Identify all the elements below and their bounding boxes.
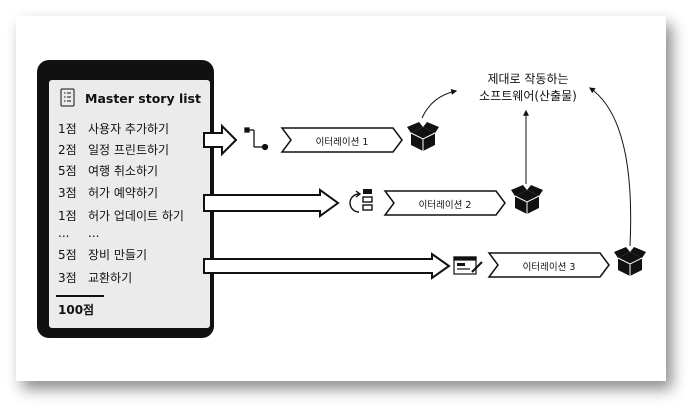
workflow-icon <box>244 127 269 151</box>
form-edit-icon <box>453 256 483 275</box>
story-list-title: Master story list <box>85 91 201 106</box>
box-icon <box>614 247 646 276</box>
result-line-2: 소프트웨어(산출물) <box>479 89 577 103</box>
iteration-3-chevron <box>487 252 610 278</box>
refresh-list-icon <box>349 189 373 213</box>
story-row: 5점 여행 취소하기 <box>58 162 158 179</box>
story-points: 3점 <box>58 186 77 200</box>
story-row: 2점 일정 프린트하기 <box>58 141 169 158</box>
story-list-body <box>49 80 210 328</box>
working-software-label: 제대로 작동하는 소프트웨어(산출물) <box>462 71 594 105</box>
arrow-to-iteration-3 <box>203 252 451 280</box>
story-points: 1점 <box>58 209 77 223</box>
story-points: 3점 <box>58 271 77 285</box>
total-divider <box>56 295 104 297</box>
story-name: 허가 예약하기 <box>88 186 159 200</box>
story-name: 사용자 추가하기 <box>88 122 170 136</box>
story-name: ... <box>88 226 100 240</box>
story-name: 여행 취소하기 <box>88 164 159 178</box>
story-row: 5점 장비 만들기 <box>58 246 147 263</box>
story-points-total: 100점 <box>58 303 95 317</box>
arrow-box3-to-result <box>589 87 632 247</box>
arrow-box1-to-result <box>421 89 458 119</box>
iteration-3-label: 이터레이션 3 <box>522 262 576 273</box>
story-name: 교환하기 <box>88 271 133 285</box>
result-line-1: 제대로 작동하는 <box>487 72 569 86</box>
story-row: ...... <box>58 226 99 240</box>
checklist-icon <box>60 88 75 107</box>
story-row: 3점 교환하기 <box>58 269 132 286</box>
box-icon <box>511 185 543 214</box>
story-name: 일정 프린트하기 <box>88 143 170 157</box>
story-name: 장비 만들기 <box>88 248 148 262</box>
iteration-1-label: 이터레이션 1 <box>315 137 369 148</box>
story-points: 2점 <box>58 143 77 157</box>
box-icon <box>407 122 439 151</box>
iteration-2-chevron <box>383 190 506 216</box>
iteration-2-label: 이터레이션 2 <box>418 200 472 211</box>
story-name: 허가 업데이트 하기 <box>88 209 184 223</box>
story-points: 1점 <box>58 122 77 136</box>
story-row: 1점 사용자 추가하기 <box>58 120 169 137</box>
story-points: 5점 <box>58 164 77 178</box>
iteration-1-chevron <box>280 127 403 153</box>
story-row: 1점 허가 업데이트 하기 <box>58 207 184 224</box>
arrow-to-iteration-2 <box>203 188 340 218</box>
story-row: 3점 허가 예약하기 <box>58 184 158 201</box>
arrow-to-iteration-1 <box>203 123 238 157</box>
story-points: ... <box>58 226 70 240</box>
story-points: 5점 <box>58 248 77 262</box>
